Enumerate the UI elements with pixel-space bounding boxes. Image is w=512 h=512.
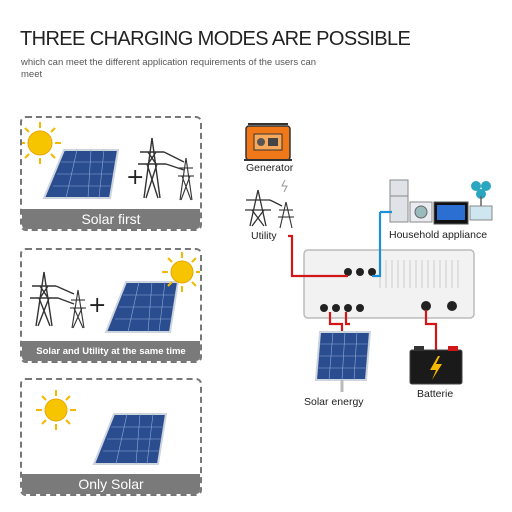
wires	[288, 210, 438, 354]
sun-icon	[162, 252, 200, 292]
utility-label: Utility	[251, 230, 277, 242]
solar-energy-label: Solar energy	[304, 396, 364, 408]
plus-icon: +	[126, 165, 144, 190]
solar-panel-icon	[314, 331, 372, 392]
generator-icon	[244, 123, 292, 161]
pylon-icon	[138, 137, 185, 199]
page-title: THREE CHARGING MODES ARE POSSIBLE	[20, 28, 411, 50]
pylon-icon	[30, 271, 75, 327]
pylon-small-icon	[178, 157, 194, 201]
generator-label: Generator	[246, 162, 294, 174]
sun-icon	[36, 390, 76, 430]
mode-card-solar-first: + Solar first	[20, 116, 202, 231]
solar-panel-icon	[92, 413, 168, 465]
spark-icon	[281, 179, 288, 193]
sun-icon	[22, 122, 61, 164]
inverter-icon	[303, 249, 475, 319]
page-subtitle: which can meet the different application…	[21, 57, 317, 80]
mode-label: Only Solar	[22, 474, 200, 494]
solar-only-art	[36, 390, 168, 465]
system-diagram	[244, 123, 493, 392]
solar-panel-icon	[42, 149, 120, 199]
solar-panel-icon	[104, 281, 180, 333]
mode-card-solar-and-utility: + Solar and Utility at the same time	[20, 248, 202, 363]
appliance-icon	[389, 179, 493, 225]
pylon-small-icon	[278, 201, 294, 229]
mode-label: Solar and Utility at the same time	[22, 341, 200, 361]
solar-plus-utility-art: +	[22, 122, 194, 201]
household-appliance-label: Household appliance	[389, 229, 488, 241]
pylon-icon	[245, 189, 283, 227]
pylon-small-icon	[70, 289, 86, 329]
mode-card-only-solar: Only Solar	[20, 378, 202, 496]
plus-icon: +	[88, 293, 106, 318]
battery-icon	[409, 346, 463, 385]
battery-label: Batterie	[417, 388, 454, 400]
mode-label: Solar first	[22, 209, 200, 229]
utility-plus-solar-art: +	[30, 252, 200, 333]
